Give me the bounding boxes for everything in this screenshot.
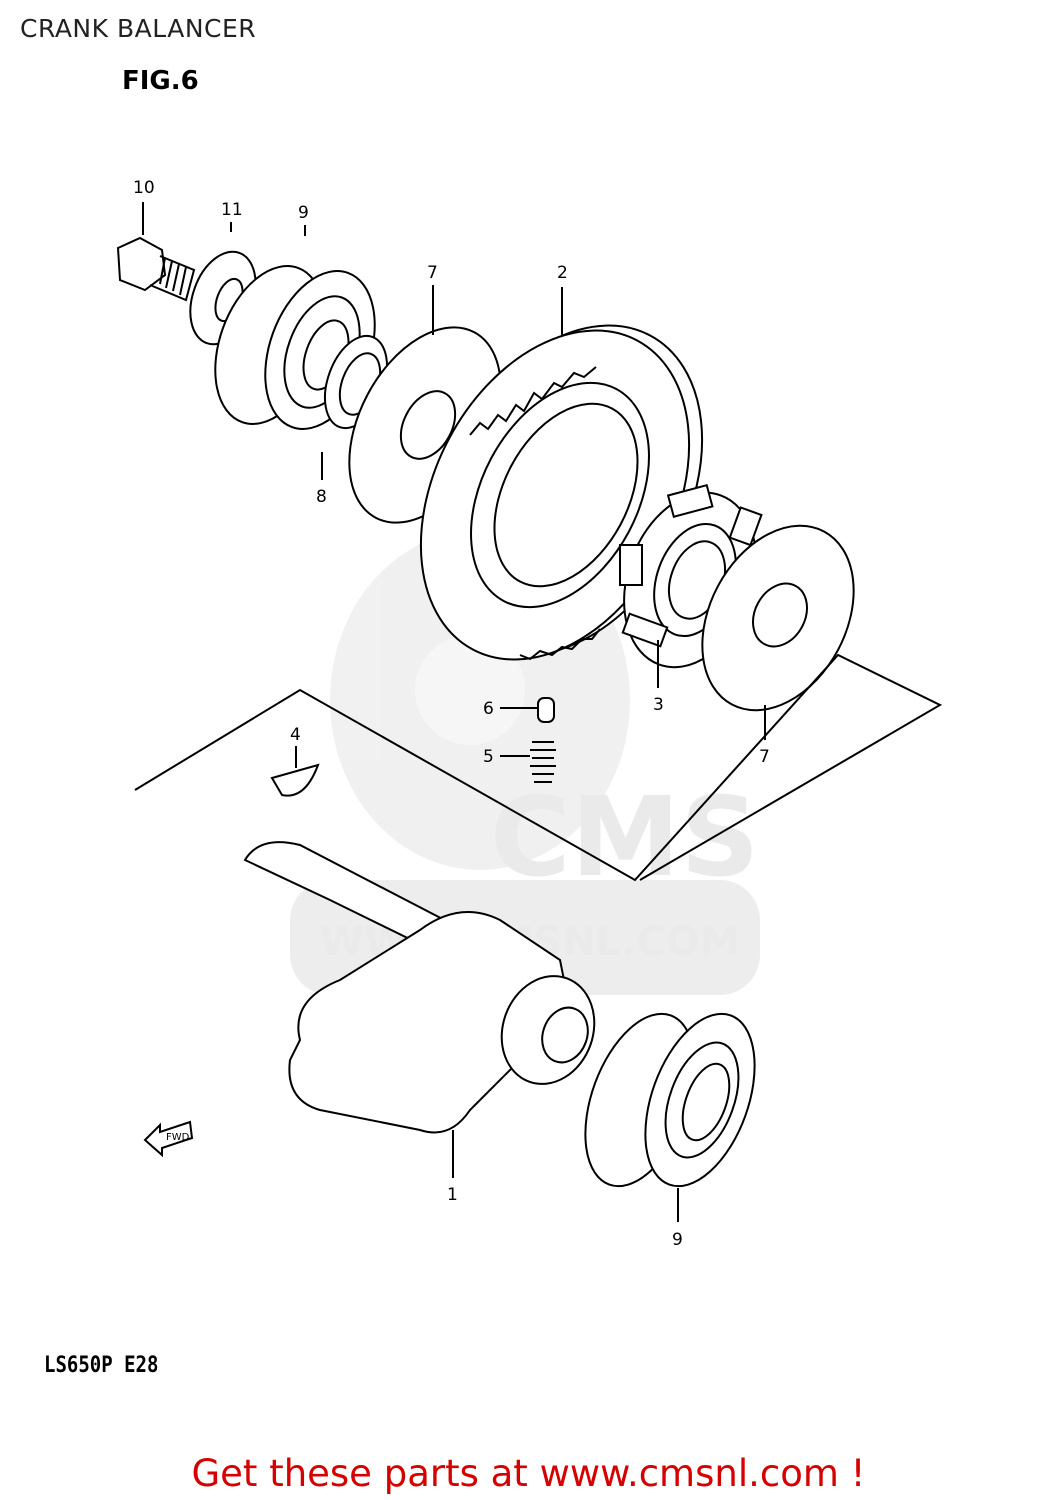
part-balancer-shaft bbox=[243, 841, 596, 1134]
watermark-cms-text: CMS bbox=[490, 773, 759, 901]
footer-cta-link[interactable]: Get these parts at www.cmsnl.com ! bbox=[191, 1452, 866, 1495]
callout-8: 8 bbox=[316, 487, 327, 507]
figure-label: FIG.6 bbox=[122, 66, 199, 96]
callout-1: 1 bbox=[447, 1185, 458, 1205]
part-bearing-lower bbox=[584, 1012, 756, 1188]
callout-7-top: 7 bbox=[427, 263, 438, 283]
fwd-arrow-icon: FWD bbox=[143, 1120, 194, 1158]
callout-leaders bbox=[142, 202, 766, 1222]
part-plate-lower bbox=[701, 524, 855, 712]
part-key bbox=[270, 763, 320, 797]
callout-5: 5 bbox=[483, 747, 494, 767]
callout-2: 2 bbox=[557, 263, 568, 283]
assembly-outline bbox=[134, 653, 943, 882]
part-bolt bbox=[116, 236, 196, 302]
callout-9-top: 9 bbox=[298, 203, 309, 223]
callout-6: 6 bbox=[483, 699, 494, 719]
callout-11: 11 bbox=[221, 200, 243, 220]
callout-10: 10 bbox=[133, 178, 155, 198]
callout-7-lower: 7 bbox=[759, 747, 770, 767]
fwd-arrow-label: FWD bbox=[166, 1132, 190, 1143]
callout-4: 4 bbox=[290, 725, 301, 745]
part-spring bbox=[530, 741, 556, 783]
callout-numbers: 10 11 9 7 2 8 3 6 5 4 7 1 9 bbox=[133, 178, 770, 1250]
model-label: LS650P E28 bbox=[44, 1352, 159, 1378]
callout-9-lower: 9 bbox=[672, 1230, 683, 1250]
page-title: CRANK BALANCER bbox=[20, 14, 257, 43]
callout-3: 3 bbox=[653, 695, 664, 715]
part-pin bbox=[537, 697, 555, 723]
